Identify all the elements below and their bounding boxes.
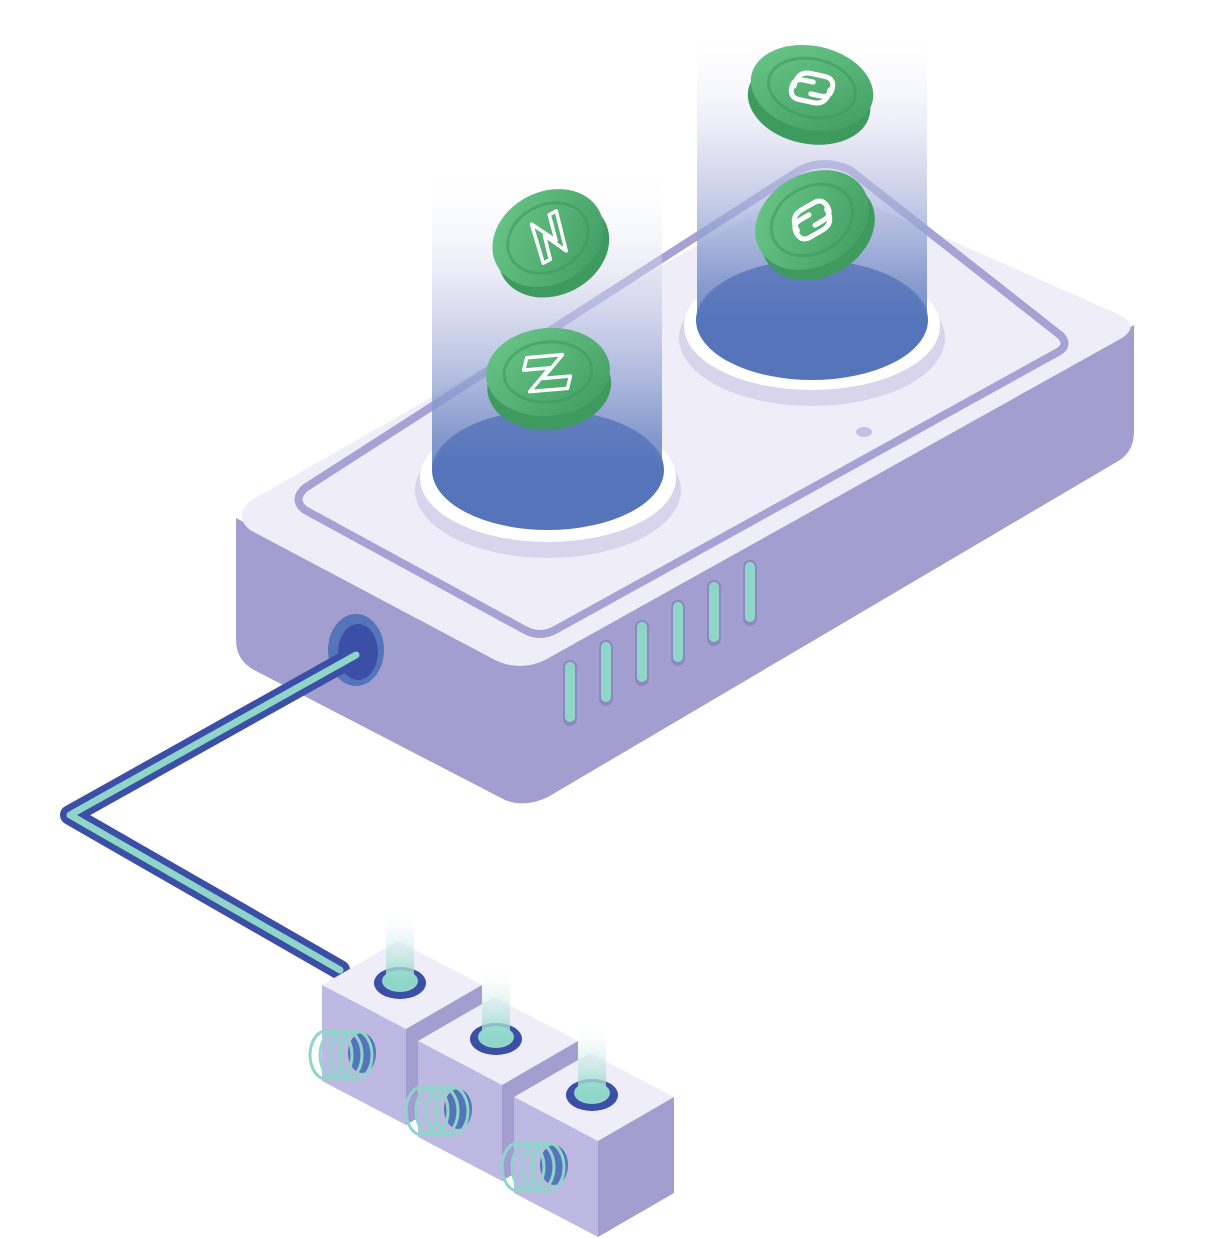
terminal-beam — [482, 965, 510, 1037]
right-socket-inner — [700, 260, 924, 376]
terminal-beam — [386, 909, 414, 981]
vent-slot — [599, 640, 613, 706]
left-socket — [415, 165, 681, 558]
power-cable — [60, 645, 366, 980]
spring-icon — [308, 1029, 374, 1081]
vent-slot — [707, 580, 721, 646]
vent-slot — [563, 660, 577, 726]
vent-slot — [671, 600, 685, 666]
terminal-blocks — [308, 909, 674, 1237]
spring-icon — [500, 1141, 566, 1193]
link-logo-icon — [791, 198, 833, 242]
terminal-beam — [578, 1021, 606, 1093]
vent-slot — [635, 620, 649, 686]
terminal-block — [500, 1021, 674, 1237]
vent-slots — [563, 560, 757, 726]
spring-icon — [404, 1085, 470, 1137]
coin-link-lower — [755, 170, 875, 281]
coin-z-lower — [486, 327, 612, 431]
vent-slot — [743, 560, 757, 626]
power-strip-body — [236, 160, 1134, 804]
coin-link-upper — [747, 44, 874, 145]
n-logo-icon — [529, 209, 568, 265]
z-logo-icon — [521, 352, 573, 394]
link-logo-icon — [788, 70, 836, 106]
power-indicator-dot — [856, 427, 872, 437]
left-socket-inner — [436, 410, 660, 526]
coin-n-upper — [492, 189, 610, 298]
